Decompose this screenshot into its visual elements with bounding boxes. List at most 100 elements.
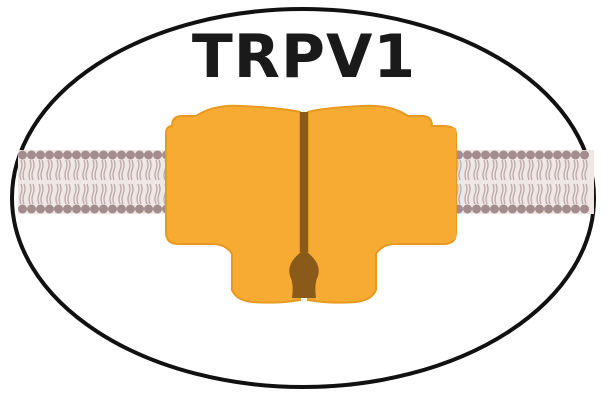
lipid-tail <box>64 183 68 205</box>
lipid-tail <box>145 183 149 205</box>
lipid-head <box>126 204 135 214</box>
lipid-tail <box>494 183 498 205</box>
lipid-tail <box>85 159 89 181</box>
lipid-tail <box>584 183 588 205</box>
lipid-tail <box>46 183 50 205</box>
lipid-tail <box>545 183 549 205</box>
lipid-tail <box>112 183 116 205</box>
lipid-head <box>508 150 517 160</box>
lipid-head <box>99 204 108 214</box>
lipid-tail <box>557 159 561 181</box>
lipid-tail <box>67 159 71 181</box>
lipid-head <box>99 150 108 160</box>
lipid-tail <box>145 159 149 181</box>
lipid-head <box>72 150 81 160</box>
lipid-tail <box>482 159 486 181</box>
lipid-head <box>481 150 490 160</box>
lipid-tail <box>581 159 585 181</box>
lipid-tail <box>527 159 531 181</box>
lipid-tail <box>109 183 113 205</box>
lipid-head <box>481 204 490 214</box>
lipid-tail <box>73 183 77 205</box>
lipid-tail <box>58 183 62 205</box>
lipid-tail <box>154 159 158 181</box>
lipid-head <box>490 204 499 214</box>
lipid-head <box>36 150 45 160</box>
lipid-tail <box>464 159 468 181</box>
lipid-head <box>580 150 589 160</box>
lipid-tail <box>121 159 125 181</box>
lipid-tail <box>530 159 534 181</box>
lipid-tail <box>82 183 86 205</box>
lipid-tail <box>148 159 152 181</box>
channel-subunit-left <box>165 104 301 304</box>
lipid-tail <box>64 159 68 181</box>
lipid-head <box>535 150 544 160</box>
lipid-head <box>72 204 81 214</box>
lipid-tail <box>482 183 486 205</box>
pore-line <box>300 112 308 252</box>
lipid-tail <box>476 159 480 181</box>
lipid-head <box>571 150 580 160</box>
lipid-tail <box>467 159 471 181</box>
lipid-tail <box>473 183 477 205</box>
lipid-head <box>54 150 63 160</box>
lipid-tail <box>127 183 131 205</box>
lipid-tail <box>458 183 462 205</box>
lipid-head <box>499 150 508 160</box>
lipid-tail <box>118 159 122 181</box>
lipid-tail <box>503 183 507 205</box>
lipid-tail <box>539 183 543 205</box>
lipid-tail <box>473 159 477 181</box>
lipid-head <box>535 204 544 214</box>
lipid-tail <box>500 159 504 181</box>
lipid-head <box>27 150 36 160</box>
lipid-head <box>153 204 162 214</box>
lipid-head <box>526 204 535 214</box>
membrane-band <box>454 150 594 214</box>
lipid-tail <box>539 159 543 181</box>
lipid-tail <box>545 159 549 181</box>
lipid-tail <box>130 159 134 181</box>
lipid-tail <box>76 183 80 205</box>
lipid-head <box>144 204 153 214</box>
lipid-head <box>499 204 508 214</box>
lipid-tail <box>55 183 59 205</box>
lipid-tail <box>530 183 534 205</box>
membrane-left <box>18 150 171 214</box>
lipid-head <box>117 204 126 214</box>
lipid-tail <box>121 183 125 205</box>
lipid-head <box>45 204 54 214</box>
lipid-tail <box>58 159 62 181</box>
membrane-right <box>454 150 594 214</box>
lipid-tail <box>76 159 80 181</box>
lipid-tail <box>494 159 498 181</box>
lipid-head <box>54 204 63 214</box>
lipid-tail <box>112 159 116 181</box>
lipid-tail <box>575 183 579 205</box>
lipid-head <box>117 150 126 160</box>
lipid-head <box>517 204 526 214</box>
lipid-tail <box>139 183 143 205</box>
lipid-tail <box>554 159 558 181</box>
lipid-tail <box>572 183 576 205</box>
lipid-head <box>126 150 135 160</box>
lipid-tail <box>118 183 122 205</box>
lipid-tail <box>28 159 32 181</box>
lipid-tail <box>485 183 489 205</box>
lipid-tail <box>40 159 44 181</box>
lipid-tail <box>94 159 98 181</box>
lipid-tail <box>503 159 507 181</box>
lipid-head <box>81 204 90 214</box>
lipid-head <box>63 204 72 214</box>
lipid-head <box>571 204 580 214</box>
lipid-head <box>27 204 36 214</box>
lipid-head <box>45 150 54 160</box>
lipid-tail <box>518 183 522 205</box>
lipid-tail <box>491 159 495 181</box>
lipid-tail <box>67 183 71 205</box>
lipid-tail <box>73 159 77 181</box>
lipid-tail <box>157 159 161 181</box>
membrane-band <box>18 150 168 214</box>
